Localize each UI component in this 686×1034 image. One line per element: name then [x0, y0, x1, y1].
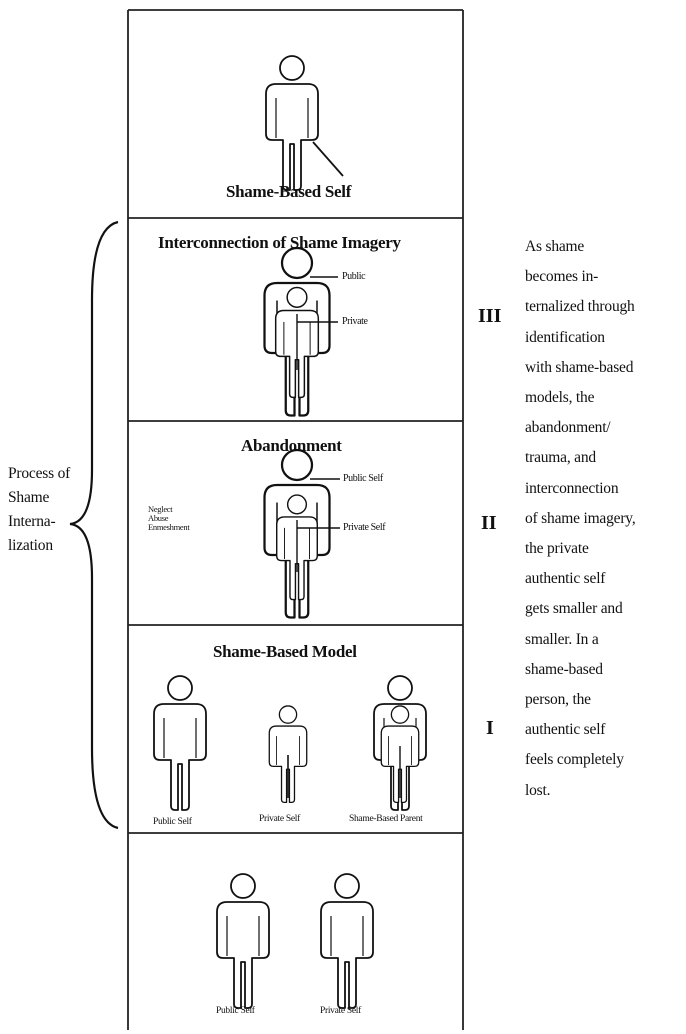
description-line: the private	[525, 540, 589, 558]
stage3-figures	[263, 246, 338, 417]
description-line: person, the	[525, 691, 591, 709]
stage2-figures	[263, 448, 340, 619]
description-line: gets smaller and	[525, 600, 623, 618]
description-line: As shame	[525, 238, 585, 255]
description-line: with shame-based	[525, 358, 634, 376]
stage1-title: Shame-Based Model	[213, 642, 357, 661]
bottom-public-self-label: Public Self	[216, 1006, 255, 1016]
stage1-figures	[153, 675, 427, 811]
stage1-public-self-label: Public Self	[153, 817, 192, 827]
description-line: ternalized through	[525, 298, 635, 316]
description-text: As shame becomes in- ternalized through …	[525, 232, 636, 806]
stage-numeral-iii: III	[478, 305, 502, 327]
stage-numeral-ii: II	[481, 512, 497, 534]
process-brace	[69, 220, 119, 830]
description-line: interconnection	[525, 479, 619, 497]
stage2-title: Abandonment	[241, 436, 342, 455]
cause-neglect: Neglect	[148, 504, 173, 514]
stage1-private-self-label: Private Self	[259, 814, 300, 824]
stage1-shame-based-parent-label: Shame-Based Parent	[349, 814, 423, 824]
description-line: becomes in-	[525, 268, 599, 286]
process-label: Process of Shame Interna- lization	[8, 462, 70, 558]
stage3-private-label: Private	[342, 316, 368, 327]
panel-frame	[127, 9, 464, 1030]
description-line: trauma, and	[525, 449, 596, 467]
description-line: models, the	[525, 389, 595, 407]
description-line: authentic self	[525, 721, 606, 739]
shame-based-self-figure	[265, 55, 344, 191]
description-line: lost.	[525, 781, 551, 799]
bottom-figures	[216, 873, 374, 1009]
stage2-public-label: Public Self	[343, 473, 383, 484]
process-label-line: Process of	[8, 465, 71, 482]
process-label-line: lization	[8, 537, 53, 554]
description-line: shame-based	[525, 660, 603, 678]
stage2-private-label: Private Self	[343, 522, 386, 533]
description-line: smaller. In a	[525, 630, 599, 648]
description-line: abandonment/	[525, 419, 611, 437]
stage-numeral-i: I	[486, 717, 494, 739]
description-line: identification	[525, 328, 605, 346]
description-line: feels completely	[525, 751, 624, 769]
process-label-line: Shame	[8, 489, 50, 506]
stage3-title: Interconnection of Shame Imagery	[158, 233, 401, 252]
stage3-public-label: Public	[342, 271, 366, 282]
process-label-line: Interna-	[8, 513, 56, 530]
bottom-private-self-label: Private Self	[320, 1006, 361, 1016]
description-line: of shame imagery,	[525, 509, 636, 527]
shame-based-self-caption: Shame-Based Self	[226, 182, 352, 201]
cause-abuse: Abuse	[148, 513, 169, 523]
cause-enmeshment: Enmeshment	[148, 522, 190, 532]
abandonment-causes: Neglect Abuse Enmeshment	[148, 504, 190, 532]
description-line: authentic self	[525, 570, 606, 588]
